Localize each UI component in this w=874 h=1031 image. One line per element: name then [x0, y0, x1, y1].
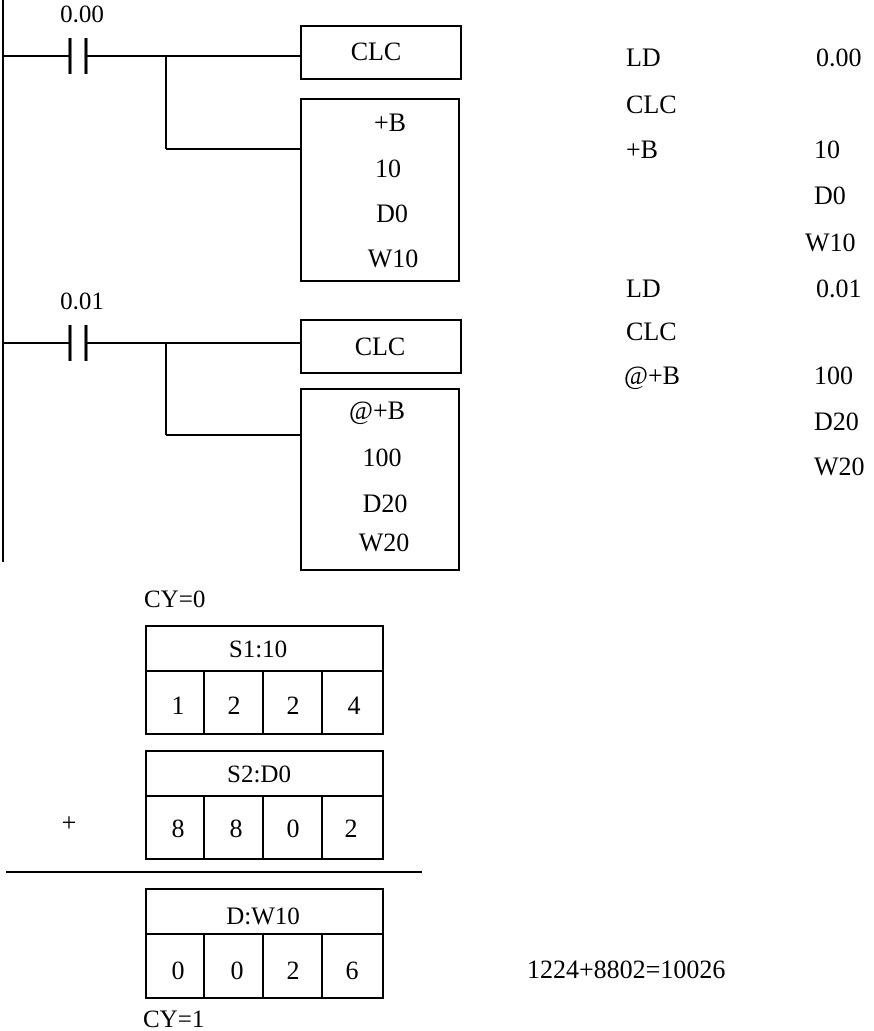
- sum-equation: 1224+8802=10026: [527, 955, 725, 984]
- plus-sign: +: [62, 808, 77, 837]
- calc-section: CY=0 S1:10 1 2 2 4 + S2:D0 8 8 0: [6, 586, 725, 1031]
- s1-table-frame: [145, 625, 384, 735]
- carry-after: CY=1: [143, 1006, 204, 1031]
- rung-2-add-box: [300, 388, 460, 571]
- s2-digit: 8: [172, 814, 185, 843]
- mnemonic-op: LD: [626, 274, 661, 303]
- rung-2-contact: [68, 325, 88, 361]
- rung-1: 0.00 CLC +B 10 D0 W10: [3, 1, 462, 282]
- mnemonic-op: LD: [626, 43, 661, 72]
- rung-2-contact-address: 0.01: [60, 288, 104, 315]
- d-header: D:W10: [226, 903, 300, 930]
- rung-2-add-s1: 100: [363, 443, 402, 472]
- rung-1-contact-address: 0.00: [60, 1, 104, 28]
- rung-2-add-d: W20: [359, 528, 410, 557]
- mnemonic-arg: D20: [814, 407, 859, 436]
- s1-digit: 2: [228, 691, 241, 720]
- rung-1-add-s2: D0: [376, 199, 408, 228]
- s2-table: S2:D0 8 8 0 2: [145, 750, 384, 860]
- d-digit: 6: [346, 956, 359, 985]
- mnemonic-arg: W10: [805, 228, 856, 257]
- mnemonic-block-2: LD 0.01 CLC @+B 100 D20 W20: [624, 274, 865, 481]
- mnemonic-arg: D0: [814, 181, 846, 210]
- rung-1-clc-box: [300, 25, 462, 80]
- mnemonic-arg: 0.01: [816, 274, 862, 303]
- rung-2: 0.01 CLC @+B 100 D20 W20: [3, 288, 462, 571]
- rung-2-add-op: @+B: [349, 396, 405, 425]
- rung-1-add-d: W10: [368, 244, 419, 273]
- rung-2-clc-label: CLC: [355, 332, 406, 361]
- rung-1-add-s1: 10: [375, 154, 401, 183]
- d-table: D:W10 0 0 2 6: [145, 888, 384, 999]
- mnemonic-arg: 0.00: [816, 43, 862, 72]
- rung-1-add-op: +B: [374, 108, 406, 137]
- s1-digit: 1: [172, 691, 185, 720]
- mnemonic-op: CLC: [626, 317, 677, 346]
- mnemonic-arg: 100: [814, 361, 853, 390]
- s2-header: S2:D0: [227, 761, 291, 788]
- mnemonic-op: CLC: [626, 90, 677, 119]
- s1-digit: 2: [287, 691, 300, 720]
- mnemonic-op: +B: [626, 135, 658, 164]
- s2-digit: 2: [345, 814, 358, 843]
- mnemonic-arg: W20: [814, 452, 865, 481]
- mnemonic-arg: 10: [814, 135, 840, 164]
- rung-1-contact: [68, 38, 88, 74]
- d-digit: 0: [172, 956, 185, 985]
- d-digit: 0: [231, 956, 244, 985]
- mnemonic-block-1: LD 0.00 CLC +B 10 D0 W10: [626, 43, 862, 257]
- s1-table: S1:10 1 2 2 4: [145, 625, 384, 735]
- d-table-frame: [145, 888, 384, 999]
- d-digit: 2: [287, 956, 300, 985]
- s2-table-frame: [145, 750, 384, 860]
- rung-2-add-s2: D20: [363, 489, 408, 518]
- rung-1-add-box: [300, 98, 460, 282]
- s2-digit: 0: [287, 814, 300, 843]
- mnemonic-op: @+B: [624, 361, 680, 390]
- carry-before: CY=0: [144, 586, 205, 613]
- s1-header: S1:10: [229, 636, 287, 663]
- rung-2-clc-box: [300, 319, 462, 374]
- s2-digit: 8: [230, 814, 243, 843]
- s1-digit: 4: [348, 691, 361, 720]
- rung-1-clc-label: CLC: [351, 37, 402, 66]
